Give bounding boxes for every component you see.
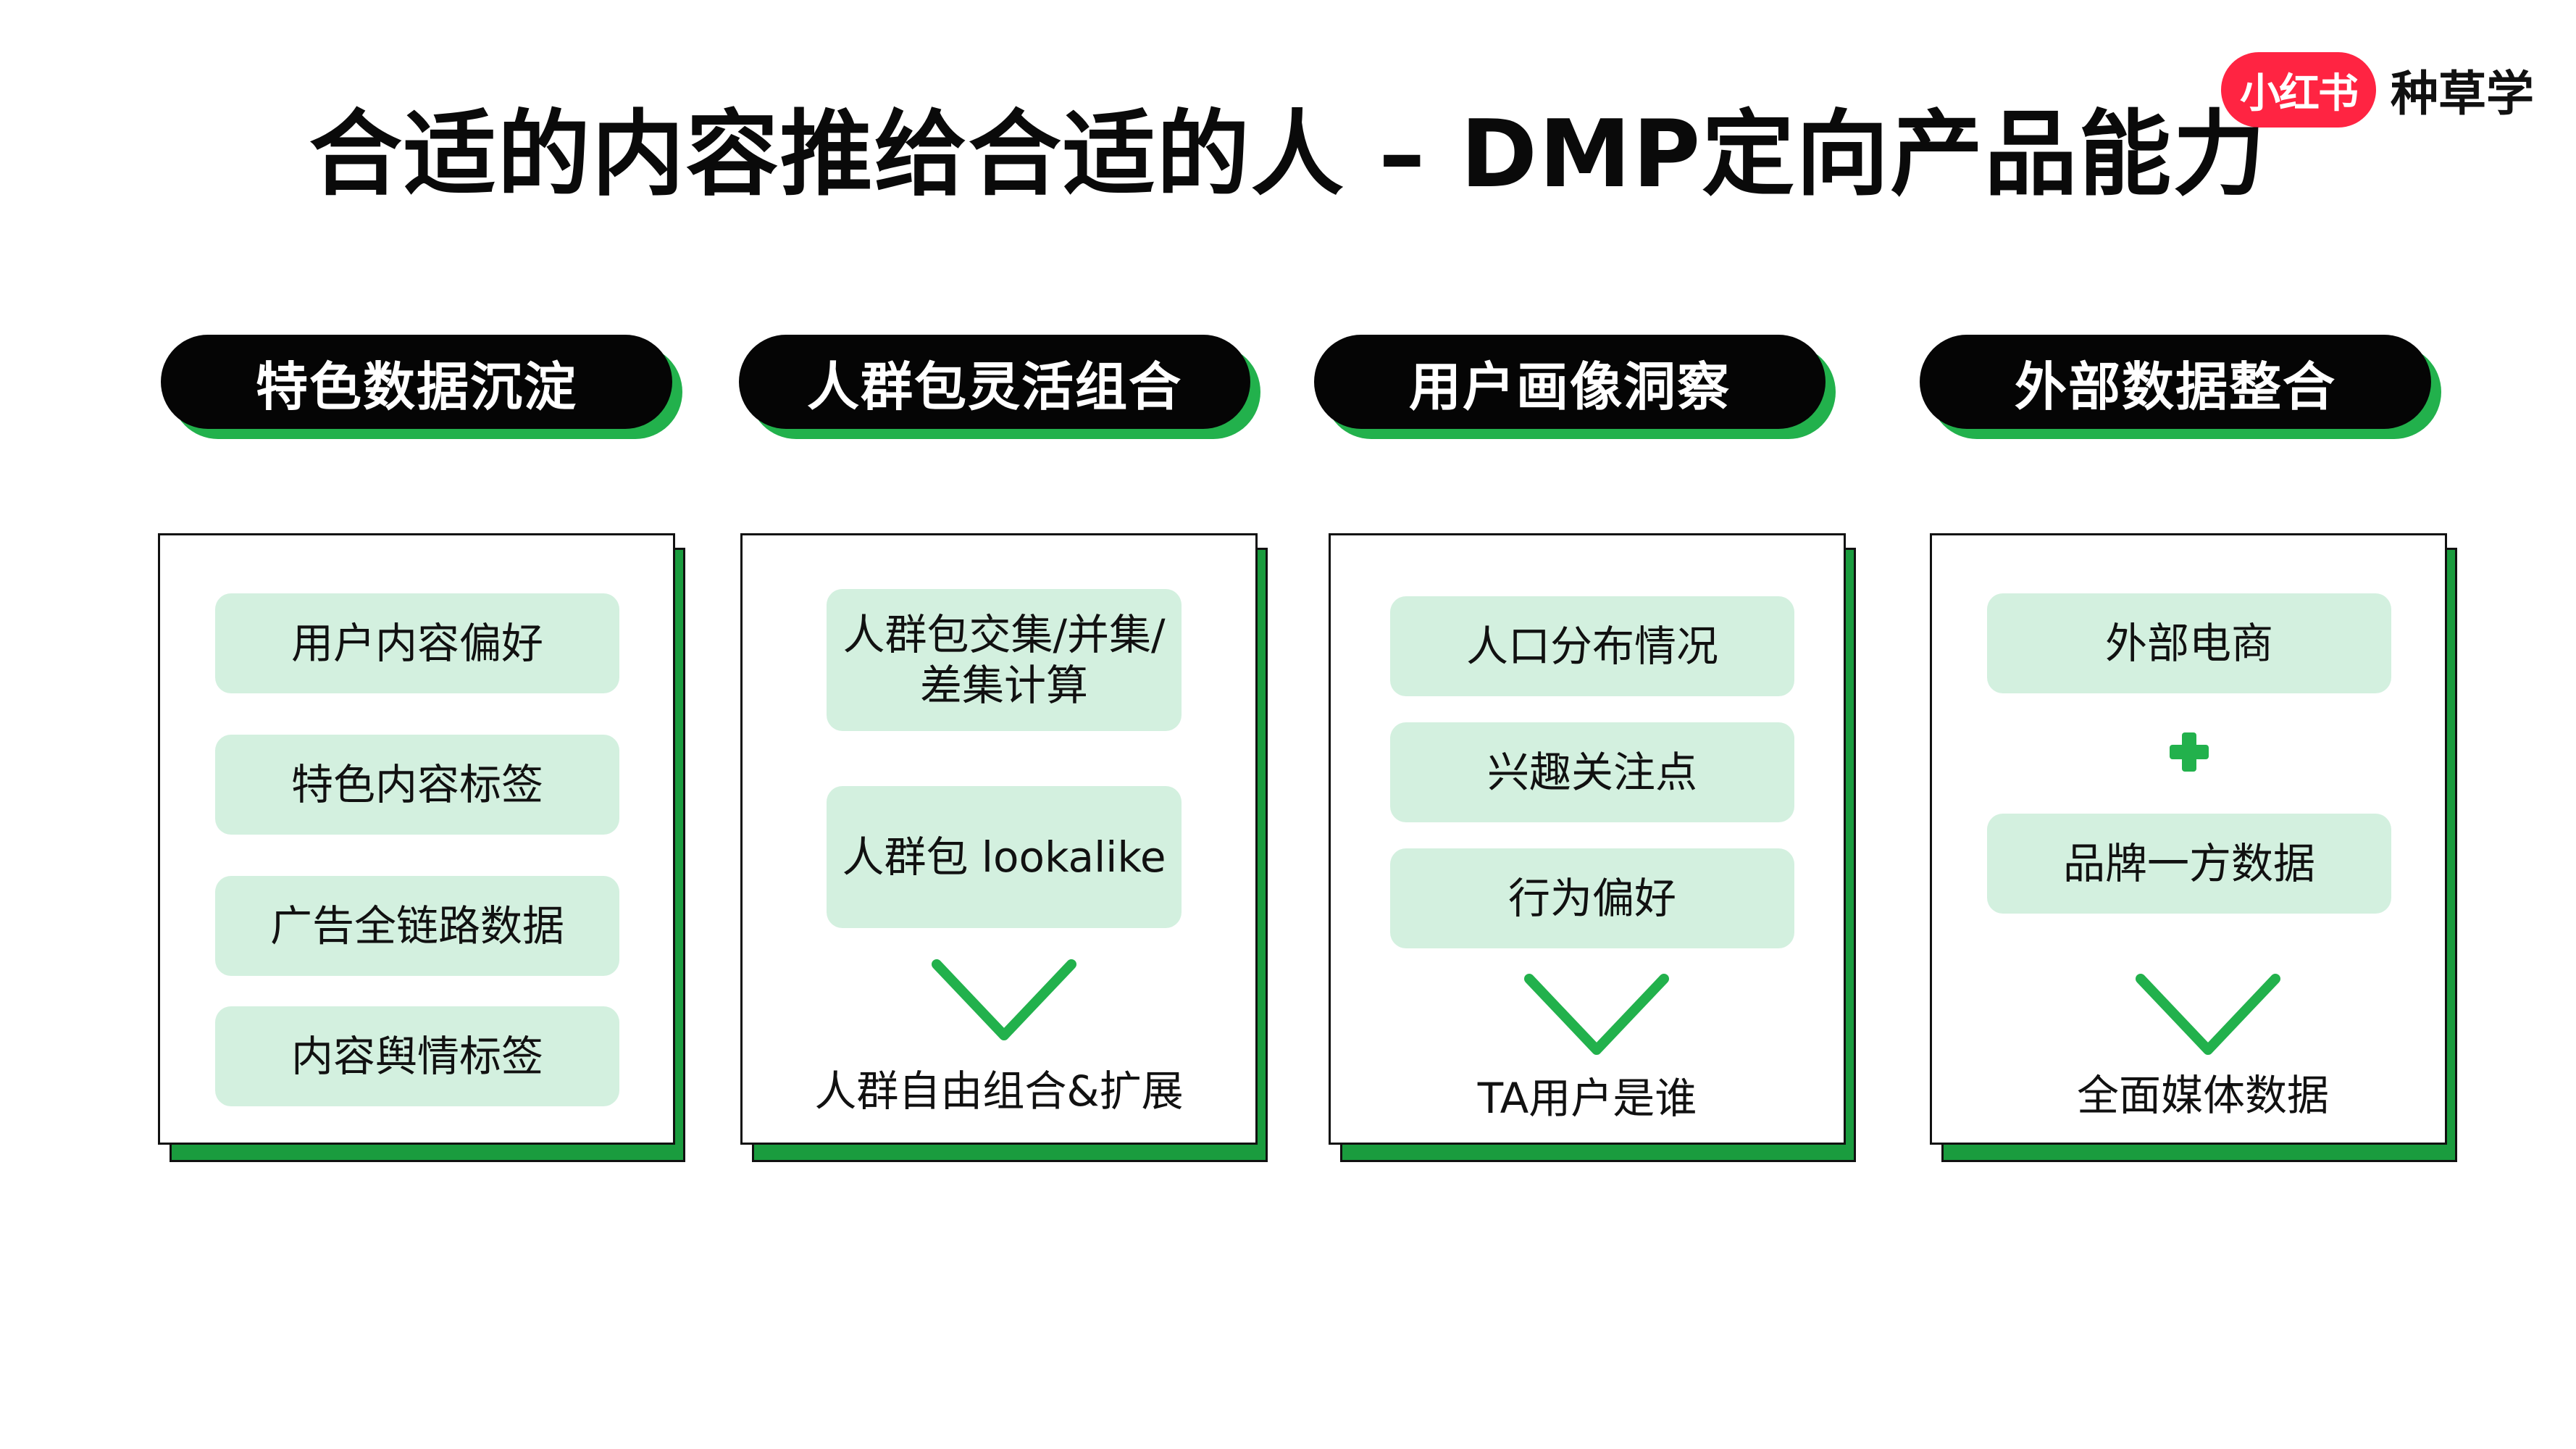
column-card-1: 用户内容偏好 特色内容标签 广告全链路数据 内容舆情标签 <box>158 533 687 1164</box>
card-body: 外部电商 品牌一方数据 全面媒体数据 <box>1930 533 2447 1145</box>
feature-chip: 外部电商 <box>1987 593 2391 693</box>
column-header-4: 外部数据整合 <box>1920 335 2441 439</box>
feature-chip: 行为偏好 <box>1390 848 1794 948</box>
plus-icon <box>2170 732 2209 772</box>
column-card-2: 人群包交集/并集/差集计算 人群包 lookalike 人群自由组合&扩展 <box>740 533 1269 1164</box>
pill-label: 外部数据整合 <box>1920 335 2431 429</box>
chevron-down-icon <box>2136 974 2280 1055</box>
feature-chip: 人群包 lookalike <box>827 786 1182 928</box>
feature-chip: 品牌一方数据 <box>1987 814 2391 914</box>
card-body: 用户内容偏好 特色内容标签 广告全链路数据 内容舆情标签 <box>158 533 675 1145</box>
column-header-2: 人群包灵活组合 <box>739 335 1260 439</box>
brand-name: 种草学 <box>2391 66 2534 122</box>
feature-chip: 兴趣关注点 <box>1390 722 1794 822</box>
page-title: 合适的内容推给合适的人 – DMP定向产品能力 <box>309 101 2267 209</box>
feature-chip: 人口分布情况 <box>1390 596 1794 696</box>
card-body: 人口分布情况 兴趣关注点 行为偏好 TA用户是谁 <box>1329 533 1846 1145</box>
column-result: 全面媒体数据 <box>2076 1071 2329 1120</box>
brand-badge: 小红书 <box>2221 52 2376 128</box>
column-card-4: 外部电商 品牌一方数据 全面媒体数据 <box>1930 533 2459 1164</box>
feature-chip: 用户内容偏好 <box>215 593 619 693</box>
chevron-down-icon <box>1524 974 1669 1055</box>
brand-logo: 小红书 种草学 <box>2221 49 2534 130</box>
feature-chip: 广告全链路数据 <box>215 876 619 976</box>
pill-label: 人群包灵活组合 <box>739 335 1250 429</box>
pill-label: 用户画像洞察 <box>1314 335 1826 429</box>
chevron-down-icon <box>932 959 1076 1040</box>
feature-chip: 内容舆情标签 <box>215 1006 619 1106</box>
column-header-3: 用户画像洞察 <box>1314 335 1836 439</box>
feature-chip: 人群包交集/并集/差集计算 <box>827 589 1182 731</box>
pill-label: 特色数据沉淀 <box>161 335 672 429</box>
column-header-1: 特色数据沉淀 <box>161 335 682 439</box>
card-body: 人群包交集/并集/差集计算 人群包 lookalike 人群自由组合&扩展 <box>740 533 1258 1145</box>
column-card-3: 人口分布情况 兴趣关注点 行为偏好 TA用户是谁 <box>1329 533 1857 1164</box>
column-result: TA用户是谁 <box>1477 1074 1697 1123</box>
feature-chip: 特色内容标签 <box>215 735 619 835</box>
column-result: 人群自由组合&扩展 <box>814 1066 1184 1116</box>
